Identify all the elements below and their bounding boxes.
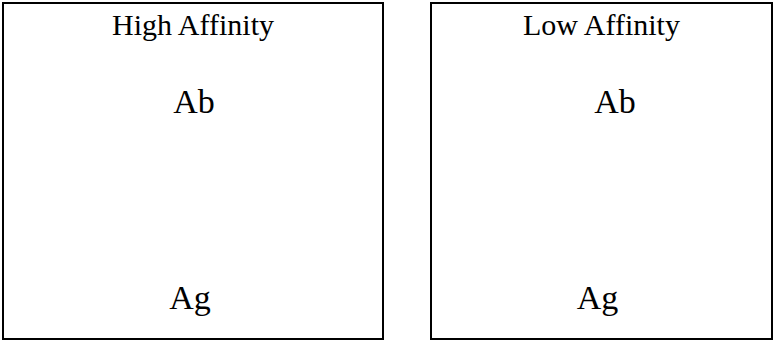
repulsion-arrow [549,221,593,224]
panel-title: High Affinity [112,8,274,41]
antibody-shape: Ab [478,55,752,268]
force-arrow [134,241,150,251]
antigen-rect [450,262,745,320]
repulsion-arrow [630,221,674,224]
force-arrow [606,132,616,148]
shape-label: Ab [594,83,636,120]
antigen-bar: Ag [450,262,745,320]
shape-label: Ag [169,279,211,316]
antibody-ellipse [479,56,751,267]
antibody-ellipse [59,56,329,267]
force-arrow [574,240,590,250]
force-arrow [603,240,619,250]
panel-title: Low Affinity [523,8,680,41]
shape-label: Ag [577,279,619,316]
binding-pocket [150,145,230,263]
force-arrow [606,159,616,175]
epitope-stem [571,155,651,266]
force-arrow [134,207,150,217]
shape-label: Ab [173,83,215,120]
force-arrow [168,207,184,217]
force-arrow [185,160,195,176]
binding-pocket [570,147,652,263]
panel-box: Low AffinityAbAg [430,2,773,340]
antibody-shape: Ab [58,55,330,268]
force-arrow [232,198,248,208]
force-arrow [199,231,215,241]
force-arrow [168,241,184,251]
antigen-rect [25,262,355,320]
force-arrow [199,198,215,208]
force-arrow [621,201,637,211]
antigen-bar: Ag [25,262,355,320]
force-arrow [185,132,195,148]
panel-box: High AffinityAbAg [2,2,384,340]
pocket-outline [570,147,652,263]
force-arrow [653,201,669,211]
pocket-outline [150,145,230,263]
epitope-stem [158,153,222,266]
force-arrow [232,231,248,241]
